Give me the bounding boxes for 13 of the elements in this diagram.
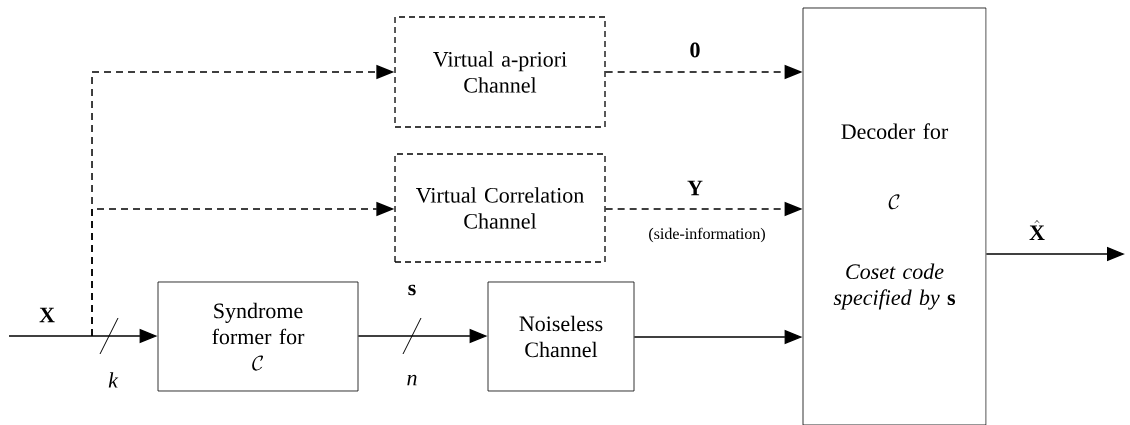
channel-box: Virtual a-priori Channel xyxy=(394,16,606,128)
edge-label: X xyxy=(39,307,55,323)
syndrome-former-box: Syndrome former for $\mathcal{C}$ xyxy=(157,281,359,392)
channel-box: Noiseless Channel xyxy=(487,281,635,392)
edge-label: $\hat{\mathbf{X}}$ xyxy=(1029,220,1045,240)
decoder-box: Decoder for $\mathcal{C}$ Coset code specified by s xyxy=(802,7,987,425)
channel-box: Virtual Correlation Channel xyxy=(394,153,606,263)
signal-label: n xyxy=(407,374,417,386)
signal-label: k xyxy=(108,372,119,388)
edge-label: s xyxy=(408,284,416,296)
edge-label: Y xyxy=(687,180,703,196)
edge-label: 0 xyxy=(690,42,700,58)
signal-label: (side-information) xyxy=(649,227,765,243)
